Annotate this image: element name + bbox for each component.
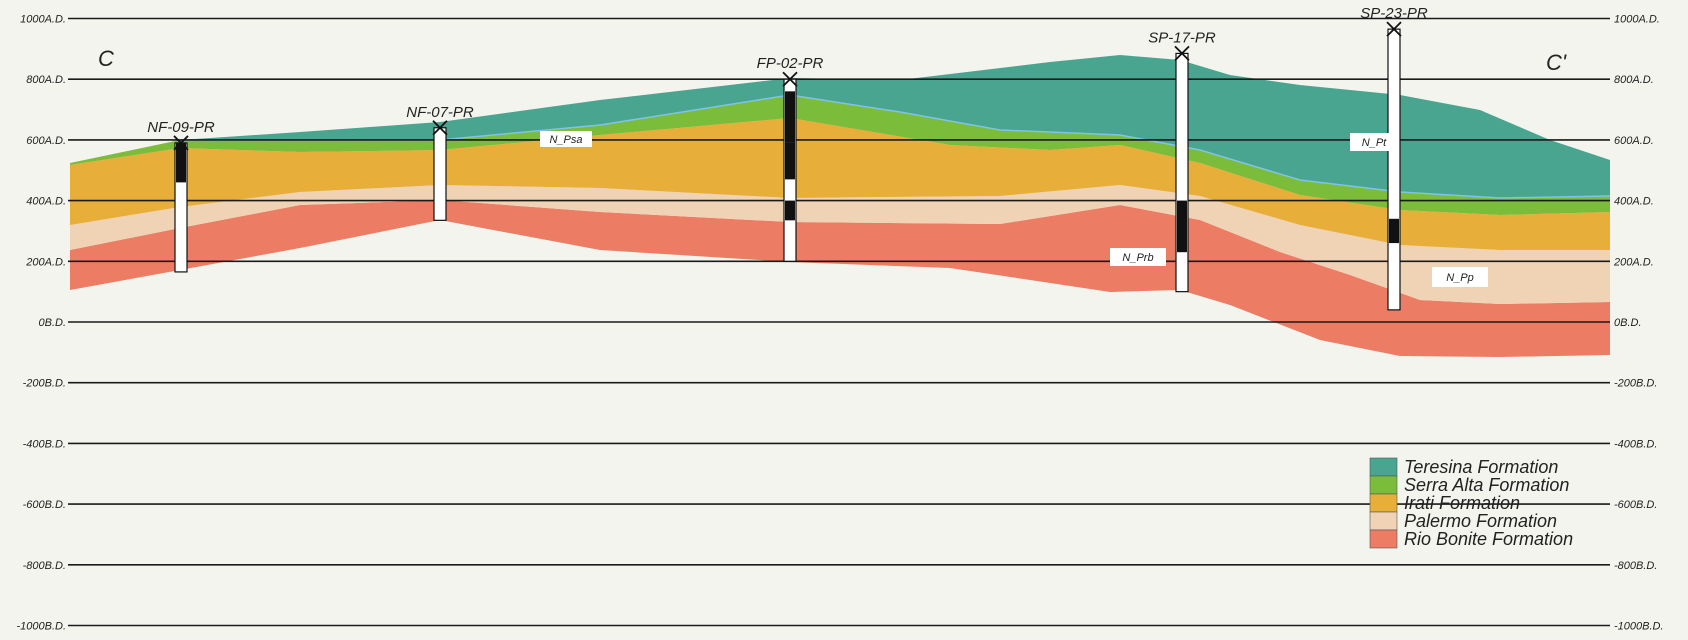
elevation-label-right: 1000A.D. (1614, 14, 1660, 26)
wellhead-marker (173, 135, 189, 151)
boreholes: NF-09-PR NF-07-PR FP-02-PR SP-17-PR SP-23-PR (147, 5, 1428, 311)
elevation-label-right: 800A.D. (1614, 74, 1654, 86)
elevation-label-left: -800B.D. (23, 560, 66, 572)
palermo-layer (70, 185, 1610, 304)
well-sp-23-pr: SP-23-PR (1360, 5, 1428, 311)
elevation-label-left: 800A.D. (26, 74, 66, 86)
well-core-segment (1177, 200, 1187, 253)
well-name-label: NF-07-PR (406, 104, 474, 121)
elevation-label-right: 0B.D. (1614, 317, 1642, 329)
elevation-label-right: 600A.D. (1614, 135, 1654, 147)
elevation-label-left: 1000A.D. (20, 14, 66, 26)
legend-swatch (1369, 529, 1398, 549)
well-sp-17-pr: SP-17-PR (1148, 29, 1216, 293)
well-core-segment (785, 142, 795, 180)
legend-label: Palermo Formation (1404, 511, 1557, 531)
unit-tag-pt-text: N_Pt (1362, 137, 1387, 149)
unit-tag-prb: N_Prb (1110, 248, 1166, 266)
well-name-label: SP-23-PR (1360, 5, 1428, 22)
well-casing (1175, 52, 1189, 293)
elevation-label-right: -1000B.D. (1614, 621, 1664, 633)
well-core-segment (785, 91, 795, 143)
elevation-label-right: -600B.D. (1614, 499, 1657, 511)
legend-label: Teresina Formation (1404, 457, 1558, 477)
legend-label: Rio Bonite Formation (1404, 529, 1573, 549)
unit-tag-pp: N_Pp (1432, 267, 1488, 287)
elevation-label-left: 200A.D. (25, 256, 66, 268)
elevation-label-right: -800B.D. (1614, 560, 1657, 572)
legend-swatch (1369, 475, 1398, 495)
teresina-layer (180, 55, 1610, 198)
wellhead-marker (1174, 45, 1190, 62)
well-name-label: SP-17-PR (1148, 29, 1216, 46)
wellhead-marker (1386, 21, 1402, 37)
legend-swatch (1369, 511, 1398, 531)
elevation-label-right: -400B.D. (1614, 438, 1657, 450)
irati-layer (70, 118, 1610, 250)
well-name-label: FP-02-PR (757, 55, 824, 72)
unit-tag-pt: N_Pt (1350, 133, 1398, 151)
well-core-segment (1389, 218, 1399, 244)
well-fp-02-pr: FP-02-PR (757, 55, 824, 262)
elevation-gridlines: 1000A.D. 1000A.D. 800A.D. 800A.D. 600A.D. 600… (16, 14, 1663, 633)
elevation-label-left: -600B.D. (23, 499, 66, 511)
elevation-label-left: 0B.D. (38, 317, 66, 329)
serra-alta-layer (70, 95, 1610, 215)
elevation-label-left: -400B.D. (23, 438, 66, 450)
wellhead-marker (432, 120, 448, 136)
well-casing (1387, 28, 1401, 311)
well-name-label: NF-09-PR (147, 119, 215, 136)
section-end-label: C' (1546, 50, 1567, 75)
well-core-segment (176, 142, 186, 183)
elevation-label-right: 400A.D. (1614, 196, 1654, 208)
legend-label: Serra Alta Formation (1404, 475, 1569, 495)
elevation-label-right: 200A.D. (1613, 256, 1654, 268)
legend-label: Irati Formation (1404, 493, 1520, 513)
unit-tag-psa: N_Psa (540, 131, 592, 147)
section-start-label: C (98, 46, 114, 71)
well-nf-09-pr: NF-09-PR (147, 119, 215, 273)
elevation-label-left: -1000B.D. (16, 621, 66, 633)
rio-bonite-layer (70, 200, 1610, 357)
elevation-label-right: -200B.D. (1614, 378, 1657, 390)
well-nf-07-pr: NF-07-PR (406, 104, 474, 221)
wellhead-marker (782, 71, 798, 87)
unit-tag-pp-text: N_Pp (1446, 272, 1474, 284)
well-core-segment (785, 200, 795, 221)
well-casing (433, 127, 447, 221)
elevation-label-left: -200B.D. (23, 378, 66, 390)
legend-swatch (1369, 493, 1398, 513)
unit-tag-prb-text: N_Prb (1122, 252, 1153, 264)
legend-swatch (1369, 457, 1398, 477)
unit-tag-psa-text: N_Psa (549, 134, 582, 146)
formation-layers (70, 55, 1611, 357)
elevation-label-left: 600A.D. (26, 135, 66, 147)
elevation-label-left: 400A.D. (26, 196, 66, 208)
